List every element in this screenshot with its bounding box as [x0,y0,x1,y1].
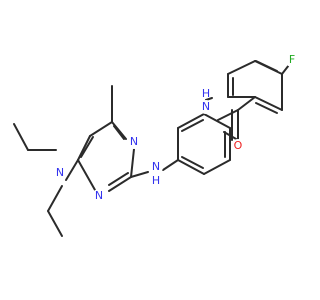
bond [108,176,132,192]
bond [217,109,239,121]
bond [254,96,283,111]
bond [181,156,204,169]
bond [113,125,125,140]
atom-label: H [202,87,210,100]
bond [47,210,63,237]
bond [255,60,278,72]
bond [130,171,149,178]
bond [77,135,91,161]
bond [237,96,256,111]
atom-label: N [95,189,103,202]
bond [181,119,204,132]
atom-n-diethyl: N [53,166,67,180]
atom-o-carbonyl: O [231,139,245,153]
atom-label: N [130,135,138,148]
bond [205,97,213,101]
bond [108,172,129,186]
bond [111,121,127,140]
bond [130,148,135,178]
atom-nh-amide: N [199,100,213,114]
atom-label: N [56,166,64,179]
bond [227,60,256,75]
bond [203,113,231,129]
bond [177,159,205,175]
atom-labels: N N N N H N H O F [53,53,299,203]
bond [13,123,29,151]
bond [47,185,63,212]
atom-nh-linker: N [149,160,163,174]
atom-label: F [289,53,295,66]
atom-h-amide: H [202,87,210,100]
bond [203,159,231,175]
bond [65,159,79,181]
bond [80,136,94,158]
atom-n-ring-b: N [92,189,106,203]
bond [77,159,96,191]
bonds [13,60,290,237]
bond [89,121,113,137]
atom-label: N [152,160,160,173]
atom-f: F [285,53,299,67]
atom-n-ring-a: N [127,135,141,149]
bond [255,102,278,114]
atom-h-linker: H [152,174,160,187]
bond [281,64,290,75]
molecule-structure: N N N N H N H O F [13,53,299,237]
bond [162,159,179,171]
bond [177,113,205,129]
atom-label: H [152,174,160,187]
atom-label: O [234,139,243,152]
atom-label: N [202,100,210,113]
